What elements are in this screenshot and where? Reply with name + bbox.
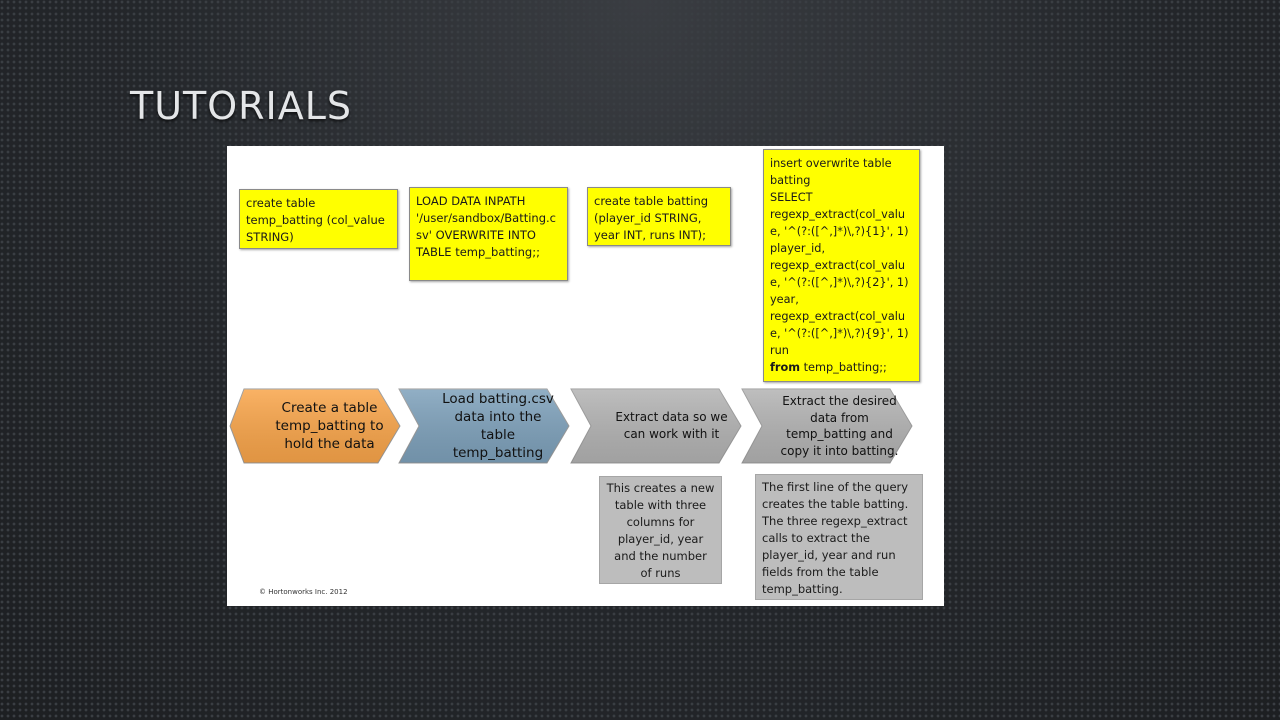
chevron-shade-4 [742,389,912,463]
code-note-insert-overwrite: insert overwrite table batting SELECT re… [763,149,920,382]
copyright-footer: © Hortonworks Inc. 2012 [259,588,348,596]
code-note-load-data: LOAD DATA INPATH '/user/sandbox/Batting.… [409,187,568,281]
insert-query-text: insert overwrite table batting SELECT re… [770,157,909,357]
tutorial-slide: create table temp_batting (col_value STR… [227,146,944,606]
step-copy-into-batting-label: Extract the desired data from temp_batti… [780,394,899,458]
code-note-create-temp-table: create table temp_batting (col_value STR… [239,189,398,249]
process-chevrons [229,388,913,464]
insert-query-tail: temp_batting;; [800,361,887,374]
step-create-temp-table-label: Create a table temp_batting to hold the … [275,400,384,452]
from-keyword: from [770,361,801,374]
explanation-query: The first line of the query creates the … [755,474,923,600]
chevron-shade-3 [571,389,741,463]
step-extract-data-label: Extract data so we can work with it [615,410,728,441]
chevron-shade-2 [399,389,569,463]
page-title: TUTORIALS [130,84,353,128]
step-load-data-label: Load batting.csv data into the table tem… [442,391,554,461]
explanation-create-table: This creates a new table with three colu… [599,476,722,584]
chevron-shade-1 [230,389,400,463]
code-note-create-batting-table: create table batting (player_id STRING, … [587,187,731,246]
